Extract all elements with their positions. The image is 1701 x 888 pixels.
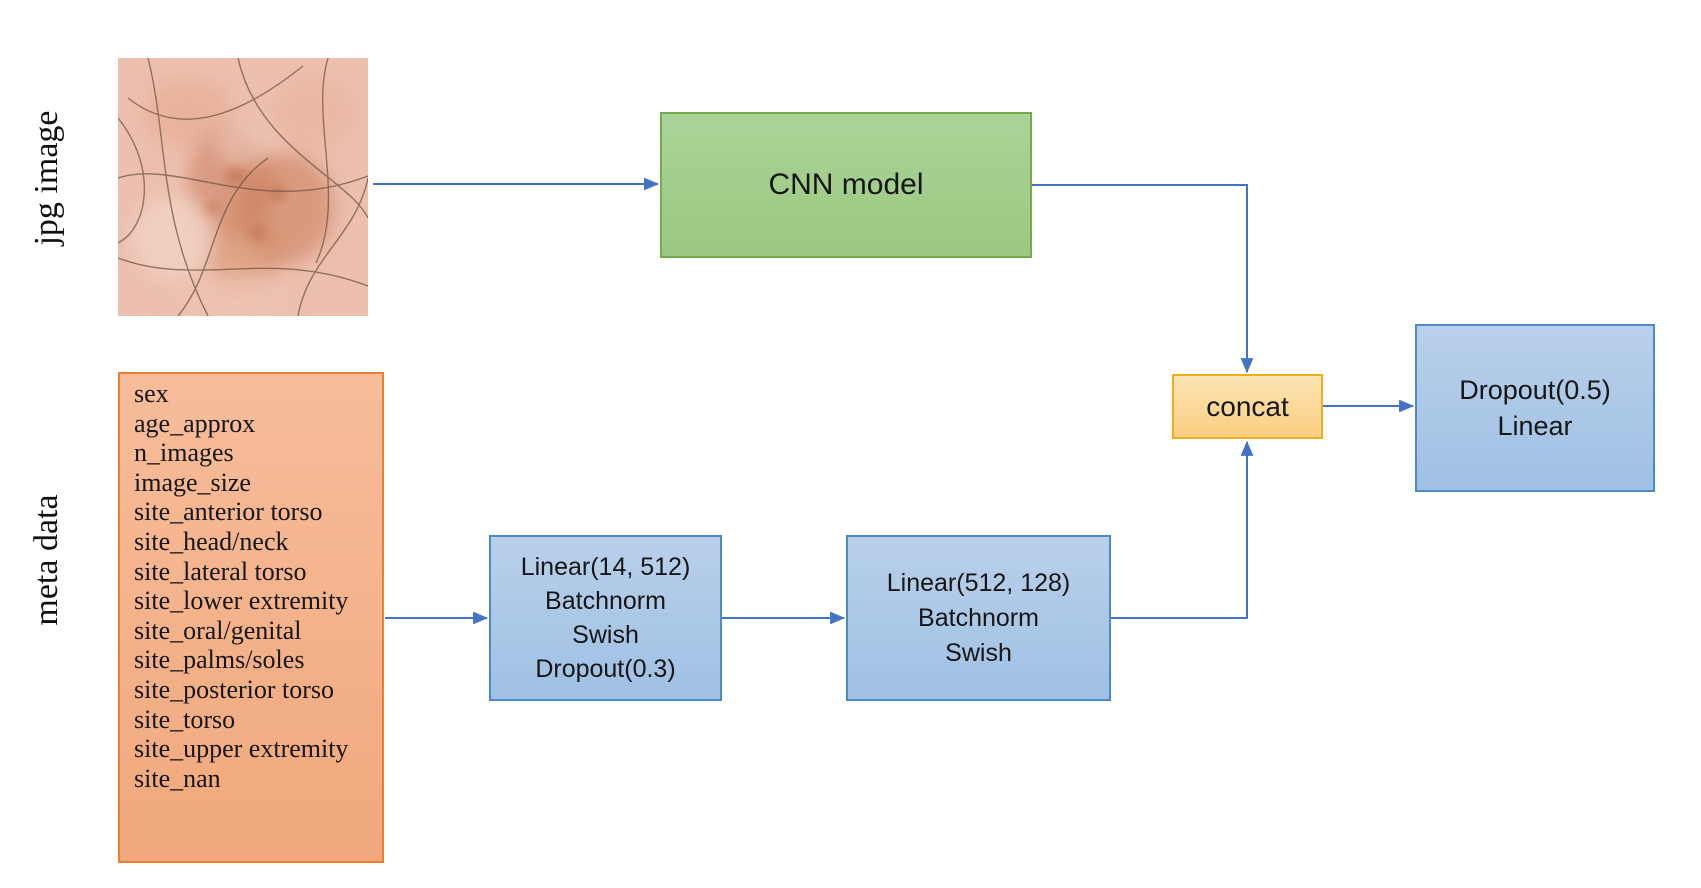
concat-node: concat [1172, 374, 1323, 439]
meta-feature-item: site_head/neck [134, 526, 289, 556]
dermoscopy-image-graphic [117, 57, 369, 323]
meta-feature-item: site_lower extremity [134, 586, 349, 616]
meta-feature-item: site_anterior torso [134, 497, 323, 527]
meta-feature-item: site_posterior torso [134, 674, 335, 704]
mlp1-line: Swish [572, 621, 639, 649]
meta-feature-item: site_nan [134, 763, 221, 793]
meta-data-branch-label: meta data [28, 494, 65, 626]
meta-feature-item: n_images [134, 438, 234, 468]
meta-feature-item: site_upper extremity [134, 734, 349, 764]
meta-features-node: sex age_approx n_images image_size site_… [118, 372, 384, 863]
meta-feature-item: image_size [134, 467, 251, 497]
cnn-model-node: CNN model [660, 112, 1032, 258]
head-line: Dropout(0.5) [1459, 375, 1611, 405]
arrow-mlp2-to-concat [1111, 440, 1254, 619]
mlp2-line: Batchnorm [918, 603, 1039, 632]
meta-feature-item: site_oral/genital [134, 615, 302, 645]
meta-feature-item: site_lateral torso [134, 556, 307, 586]
mlp2-line: Swish [945, 638, 1012, 667]
meta-feature-item: site_torso [134, 704, 236, 734]
hair-strands [117, 57, 369, 317]
head-line: Linear [1497, 411, 1573, 441]
classifier-head-node: Dropout(0.5) Linear [1415, 324, 1655, 492]
mlp-block-1-node: Linear(14, 512) Batchnorm Swish Dropout(… [489, 535, 722, 701]
dermoscopy-sample-image [117, 57, 369, 323]
mlp1-line: Batchnorm [545, 587, 666, 615]
jpg-image-branch-label: jpg image [28, 110, 65, 246]
mlp1-line: Dropout(0.3) [535, 655, 676, 683]
meta-feature-item: sex [134, 379, 169, 408]
meta-feature-item: site_palms/soles [134, 645, 305, 675]
meta-feature-item: age_approx [134, 408, 256, 438]
mlp-block-2-node: Linear(512, 128) Batchnorm Swish [846, 535, 1111, 701]
arrow-cnn-to-concat [1032, 184, 1254, 374]
mlp2-line: Linear(512, 128) [886, 568, 1071, 597]
cnn-model-label: CNN model [768, 168, 924, 201]
mlp1-line: Linear(14, 512) [520, 553, 691, 581]
concat-label: concat [1206, 390, 1289, 422]
